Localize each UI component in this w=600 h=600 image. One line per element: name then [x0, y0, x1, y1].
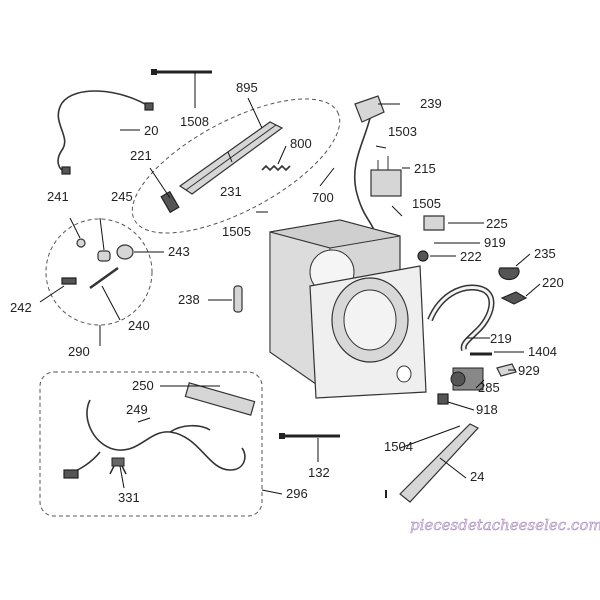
label-231: 231	[220, 184, 242, 199]
part-249-harness	[67, 399, 246, 475]
label-215: 215	[414, 161, 436, 176]
label-919: 919	[484, 235, 506, 250]
label-24: 24	[470, 469, 484, 484]
label-1404: 1404	[528, 344, 557, 359]
label-240: 240	[128, 318, 150, 333]
label-225: 225	[486, 216, 508, 231]
label-235: 235	[534, 246, 556, 261]
part-238	[233, 285, 243, 313]
part-245	[97, 250, 111, 262]
part-221-damper	[160, 190, 180, 214]
group-895-outline	[131, 98, 341, 234]
label-221: 221	[130, 148, 152, 163]
label-700: 700	[312, 190, 334, 205]
label-296: 296	[286, 486, 308, 501]
label-132: 132	[308, 465, 330, 480]
callout-labels: 895 239 1508 20 800 221 1503 215 231 700…	[10, 80, 564, 505]
label-1503: 1503	[388, 124, 417, 139]
label-219: 219	[490, 331, 512, 346]
part-240	[89, 266, 119, 290]
label-331: 331	[118, 490, 140, 505]
label-895: 895	[236, 80, 258, 95]
label-222: 222	[460, 249, 482, 264]
label-238: 238	[178, 292, 200, 307]
label-249: 249	[126, 402, 148, 417]
group-290-outline	[45, 218, 153, 326]
part-24-plinth	[399, 423, 479, 503]
part-219-drain-hose	[427, 284, 495, 351]
label-285: 285	[478, 380, 500, 395]
label-918: 918	[476, 402, 498, 417]
label-20: 20	[144, 123, 158, 138]
part-front-panel	[309, 265, 427, 399]
watermark: piecesdetacheeselec.com	[410, 516, 600, 534]
label-800: 800	[290, 136, 312, 151]
part-20-hose-end-b	[61, 166, 71, 175]
part-249-connector	[63, 469, 79, 479]
part-331	[109, 457, 127, 475]
part-929	[496, 363, 517, 377]
label-242: 242	[10, 300, 32, 315]
label-241: 241	[47, 189, 69, 204]
label-1505-left: 1505	[222, 224, 251, 239]
part-235-clamp	[498, 267, 520, 281]
part-239-plug	[354, 95, 385, 123]
part-243	[116, 244, 134, 260]
label-239: 239	[420, 96, 442, 111]
part-20-hose	[57, 90, 151, 173]
leader-lines	[39, 72, 541, 495]
label-1508: 1508	[180, 114, 209, 129]
label-1504: 1504	[384, 439, 413, 454]
label-243: 243	[168, 244, 190, 259]
group-296-outline	[39, 371, 263, 517]
part-20-hose-end	[144, 102, 154, 111]
part-239-power-cord	[353, 109, 375, 231]
label-220: 220	[542, 275, 564, 290]
part-220-bracket	[500, 291, 528, 305]
label-929: 929	[518, 363, 540, 378]
label-1505-right: 1505	[412, 196, 441, 211]
label-250: 250	[132, 378, 154, 393]
part-242	[61, 277, 77, 285]
part-222	[417, 250, 429, 262]
part-132-rod	[279, 433, 340, 439]
label-245: 245	[111, 189, 133, 204]
part-225-valve	[423, 215, 445, 231]
part-285-pump	[450, 367, 484, 391]
label-290: 290	[68, 344, 90, 359]
part-250-board	[184, 382, 256, 416]
part-918	[437, 393, 449, 405]
part-800-spring	[261, 164, 291, 172]
part-1508-rod	[151, 69, 212, 75]
part-215-filter	[370, 169, 402, 197]
part-241	[76, 238, 86, 248]
